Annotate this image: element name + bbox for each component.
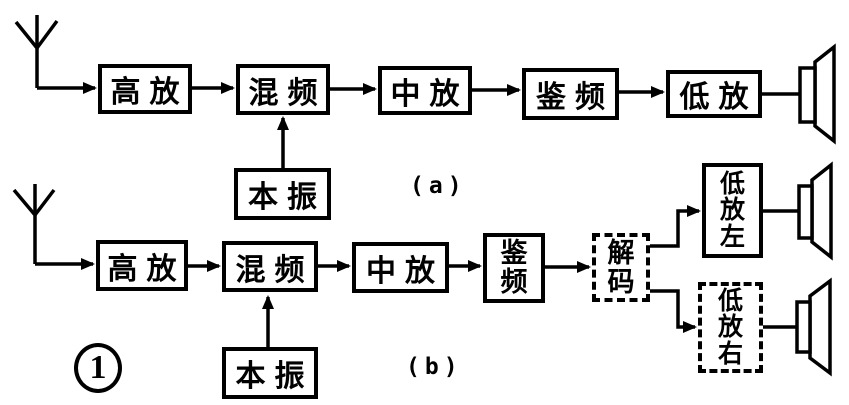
- block-mixer-a: 混频: [236, 64, 330, 115]
- block-rf-amplifier-b: 高放: [96, 240, 188, 291]
- antenna-icon: [12, 184, 56, 264]
- block-label-line: 频: [500, 267, 528, 297]
- block-stereo-decoder-b: 解 码: [592, 233, 650, 302]
- block-label-line: 鉴: [500, 238, 528, 269]
- block-rf-amplifier-a: 高放: [98, 64, 192, 114]
- block-discriminator-b: 鉴 频: [483, 233, 545, 303]
- block-if-amplifier-b: 中放: [352, 242, 449, 293]
- antenna-icon: [14, 15, 59, 88]
- block-label: 本振: [248, 181, 326, 214]
- block-label: 中放: [366, 254, 444, 288]
- block-af-amplifier-a: 低放: [666, 70, 762, 118]
- block-label: 高放: [110, 76, 189, 109]
- speaker-icon: [795, 277, 832, 377]
- block-label-line: 左: [719, 222, 745, 251]
- block-label-line: 低: [717, 286, 743, 315]
- block-label-line: 放: [719, 196, 745, 225]
- block-if-amplifier-a: 中放: [378, 66, 472, 115]
- block-label: 高放: [107, 252, 186, 286]
- speaker-icon: [798, 43, 836, 145]
- block-mixer-b: 混频: [222, 241, 318, 292]
- block-label-line: 右: [717, 339, 743, 368]
- block-af-amplifier-left: 低 放 左: [702, 163, 763, 258]
- speaker-icon: [797, 161, 833, 261]
- block-label: 混频: [248, 76, 327, 110]
- block-label-line: 解: [607, 237, 635, 268]
- block-local-oscillator-a: 本振: [234, 168, 331, 220]
- caption-diagram-b: (b): [406, 354, 463, 380]
- block-af-amplifier-right: 低 放 右: [698, 282, 763, 373]
- block-label: 混频: [235, 253, 314, 287]
- wire-decoder-to-afamp-right: [650, 289, 697, 333]
- block-label-line: 码: [607, 266, 635, 297]
- block-label-line: 放: [717, 313, 743, 342]
- block-discriminator-a: 鉴频: [522, 68, 619, 120]
- caption-diagram-a: (a): [410, 173, 467, 199]
- block-local-oscillator-b: 本振: [222, 347, 318, 399]
- block-label: 低放: [679, 81, 758, 114]
- block-label: 鉴频: [536, 81, 614, 114]
- block-label: 中放: [390, 77, 469, 111]
- figure-number-badge: 1: [74, 343, 122, 393]
- block-label-line: 低: [719, 169, 745, 198]
- wire-decoder-to-afamp-left: [650, 205, 701, 248]
- block-label: 本振: [235, 360, 314, 393]
